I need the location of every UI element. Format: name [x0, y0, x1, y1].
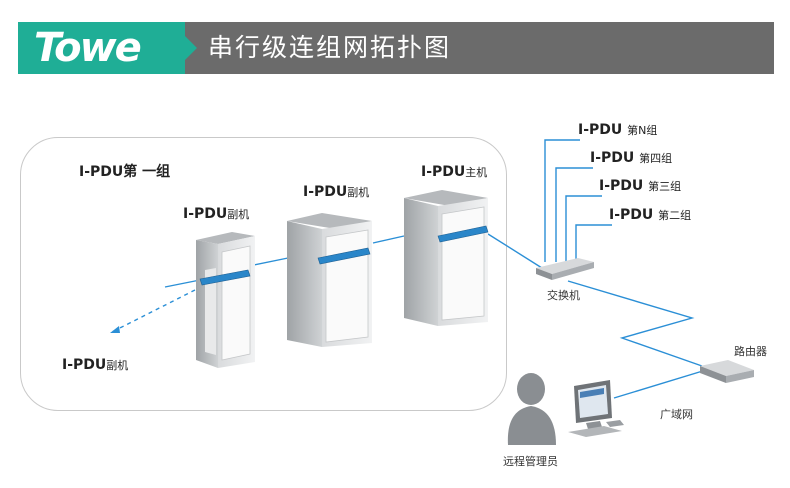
wan-link	[567, 280, 703, 367]
group-name: I-PDU	[578, 122, 623, 138]
computer-icon	[568, 380, 624, 437]
router-device	[700, 360, 754, 383]
device-name: I-PDU	[183, 206, 228, 222]
group-name: I-PDU	[609, 207, 654, 223]
device-name: I-PDU	[421, 164, 466, 180]
group-suffix: 第四组	[639, 152, 673, 165]
group-3-label: I-PDU 第三组	[599, 177, 681, 196]
device-role: 副机	[106, 359, 129, 372]
group-suffix: 第三组	[648, 180, 682, 193]
rack-slave-1	[196, 232, 255, 368]
group-name: I-PDU	[599, 178, 644, 194]
left-slave-label: I-PDU副机	[62, 356, 128, 375]
towe-logo: Towe	[34, 25, 142, 71]
group-4-label: I-PDU 第四组	[590, 149, 672, 168]
device-role: 副机	[347, 186, 370, 199]
group-links	[544, 139, 612, 262]
device-name: I-PDU	[303, 184, 348, 200]
logo-block	[18, 22, 185, 74]
page-title: 串行级连组网拓扑图	[208, 33, 452, 62]
admin-label: 远程管理员	[503, 455, 558, 468]
group-one-label: I-PDU第 一组	[79, 164, 171, 180]
group-suffix: 第二组	[658, 209, 692, 222]
rack-master	[404, 190, 489, 326]
switch-device	[536, 258, 594, 280]
slave-1-label: I-PDU副机	[183, 205, 249, 224]
wan-label: 广域网	[660, 408, 693, 421]
master-label: I-PDU主机	[421, 163, 487, 182]
logo-arrow	[185, 36, 197, 60]
rack-slave-2	[287, 213, 372, 347]
pdu-strip	[199, 269, 251, 286]
pdu-strip	[317, 247, 371, 265]
device-name: I-PDU	[62, 357, 107, 373]
device-role: 主机	[465, 166, 488, 179]
group-suffix: 第N组	[627, 124, 658, 137]
dashed-link	[110, 289, 196, 333]
pdu-strip	[437, 225, 489, 243]
group-n-label: I-PDU 第N组	[578, 121, 657, 140]
group-name: I-PDU	[590, 150, 635, 166]
group-one-frame	[20, 137, 507, 411]
group-2-label: I-PDU 第二组	[609, 206, 691, 225]
device-role: 副机	[227, 208, 250, 221]
switch-label: 交换机	[547, 289, 580, 302]
router-label: 路由器	[734, 345, 767, 358]
slave-2-label: I-PDU副机	[303, 183, 369, 202]
admin-person-icon	[507, 373, 556, 445]
